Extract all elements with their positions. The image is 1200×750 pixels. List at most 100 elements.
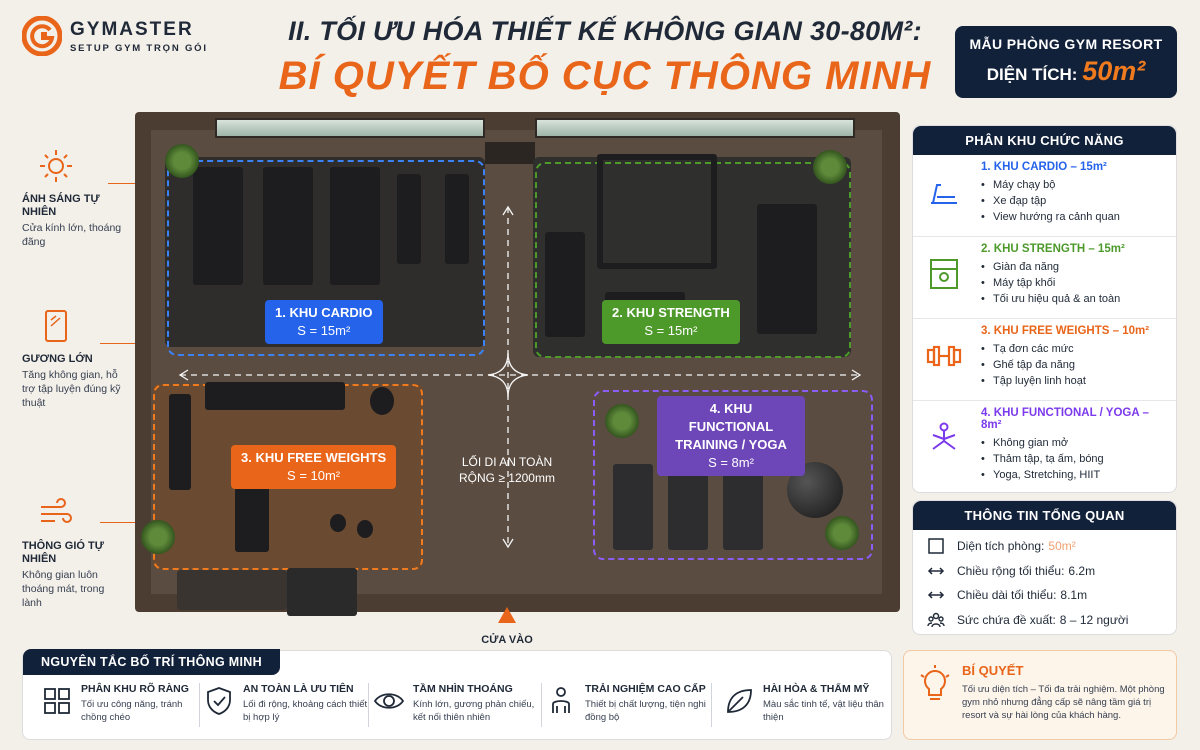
shield-icon — [207, 687, 231, 715]
glass-window — [215, 118, 485, 138]
zone-info-item: Xe đạp tập — [981, 193, 1168, 209]
badge-area-value: 50m² — [1082, 56, 1146, 86]
overview-row-capacity: Sức chứa đề xuất:8 – 12 người — [913, 608, 1176, 633]
overview-label: Diện tích phòng: — [957, 539, 1045, 554]
principles-panel: NGUYÊN TẮC BỐ TRÍ THÔNG MINH PHÂN KHU RÕ… — [22, 649, 892, 740]
page-title-line1: II. TỐI ƯU HÓA THIẾT KẾ KHÔNG GIAN 30-80… — [288, 16, 922, 46]
note-natural-ventilation: THÔNG GIÓ TỰ NHIÊN Không gian luôn thoán… — [22, 495, 127, 610]
note-title: THÔNG GIÓ TỰ NHIÊN — [22, 540, 104, 565]
length-icon — [927, 591, 945, 599]
sun-icon — [40, 150, 72, 182]
badge-room-type: MẪU PHÒNG GYM RESORT — [969, 36, 1163, 52]
zone-info-title: 4. KHU FUNCTIONAL / YOGA – 8m² — [981, 407, 1149, 431]
page-title-line2: BÍ QUYẾT BỐ CỤC THÔNG MINH — [278, 54, 932, 98]
zone-name: 2. KHU STRENGTH — [612, 305, 730, 320]
zone-name: 3. KHU FREE WEIGHTS — [241, 450, 387, 465]
kettlebell — [357, 520, 373, 538]
exercise-bike — [445, 174, 469, 264]
zone-functional — [593, 390, 873, 560]
glass-window — [535, 118, 855, 138]
principle-desc: Màu sắc tinh tế, vật liệu thân thiện — [763, 699, 884, 723]
note-large-mirror: GƯƠNG LỚN Tăng không gian, hỗ trợ tập lu… — [22, 308, 127, 410]
overview-header: THÔNG TIN TỔNG QUAN — [913, 501, 1176, 530]
rowing-machine — [545, 232, 585, 337]
mirror-icon — [45, 310, 67, 342]
principle-desc: Lối đi rộng, khoảng cách thiết bị hợp lý — [243, 699, 368, 723]
width-icon — [927, 567, 945, 575]
entry-label: CỬA VÀO — [481, 634, 533, 646]
zone-strength — [535, 162, 851, 358]
note-natural-light: ÁNH SÁNG TỰ NHIÊN Cửa kính lớn, thoáng đ… — [22, 148, 127, 249]
storage-locker — [287, 568, 357, 616]
power-rack-icon — [930, 259, 958, 289]
yoga-mat — [613, 464, 653, 550]
wind-icon — [41, 498, 72, 523]
treadmill — [330, 167, 380, 285]
overview-value: 8.1m — [1060, 588, 1088, 603]
dumbbell-rack-side — [169, 394, 191, 490]
treadmill — [263, 167, 313, 285]
brand-name: GYMASTER — [70, 18, 194, 40]
people-icon — [927, 612, 945, 627]
principle-title: PHÂN KHU RÕ RÀNG — [81, 683, 189, 695]
divider — [199, 683, 200, 727]
note-desc: Cửa kính lớn, thoáng đãng — [22, 222, 122, 248]
leaf-icon — [727, 689, 752, 713]
tip-desc: Tối ưu diện tích – Tối đa trải nghiệm. M… — [962, 684, 1165, 721]
brand-tagline: SETUP GYM TRỌN GÓI — [70, 42, 208, 54]
overview-value: 6.2m — [1068, 563, 1096, 578]
overview-label: Chiều rộng tối thiểu: — [957, 563, 1065, 578]
wall-cabinet — [485, 142, 535, 164]
dumbbell-rack — [205, 382, 345, 410]
bulb-icon — [920, 665, 950, 700]
zone-label-functional: 4. KHU FUNCTIONAL TRAINING / YOGA S = 8m… — [657, 396, 805, 476]
gymaster-logo-icon — [22, 16, 62, 56]
zone-name: 1. KHU CARDIO — [275, 305, 373, 320]
note-desc: Tăng không gian, hỗ trợ tập luyện đúng k… — [22, 369, 121, 409]
cable-machine — [757, 204, 817, 334]
walkway-width: RỘNG ≥ 1200mm — [459, 471, 555, 485]
zones-panel-header: PHÂN KHU CHỨC NĂNG — [913, 126, 1176, 155]
dumbbell-icon — [926, 345, 962, 367]
zone-area: S = 15m² — [644, 323, 698, 338]
overview-panel: THÔNG TIN TỔNG QUAN Diện tích phòng:50m²… — [912, 500, 1177, 635]
note-title: GƯƠNG LỚN — [22, 353, 93, 365]
zone-info-title: 3. KHU FREE WEIGHTS – 10m² — [981, 325, 1150, 337]
tip-title: BÍ QUYẾT — [962, 663, 1024, 678]
treadmill-icon — [931, 184, 957, 204]
zone-area: S = 8m² — [708, 455, 754, 470]
area-badge: MẪU PHÒNG GYM RESORT DIỆN TÍCH: 50m² — [955, 26, 1177, 98]
walkway-title: LỐI DI AN TOÀN — [461, 455, 553, 469]
zone-info-item: Máy tập khối — [981, 275, 1168, 291]
divider — [541, 683, 542, 727]
power-rack — [597, 154, 717, 269]
divider — [368, 683, 369, 727]
zone-label-cardio: 1. KHU CARDIO S = 15m² — [265, 300, 383, 344]
zone-info-item: Tập luyện linh hoạt — [981, 373, 1168, 389]
principle-title: TẦM NHÌN THOÁNG — [413, 683, 513, 695]
zone-info-free-weights: 3. KHU FREE WEIGHTS – 10m² Tạ đơn các mứ… — [913, 319, 1176, 401]
grid-icon — [44, 688, 70, 714]
plant — [813, 150, 847, 184]
area-icon — [928, 538, 944, 554]
person-icon — [552, 687, 570, 713]
principle-desc: Tối ưu công năng, tránh chồng chéo — [81, 699, 183, 723]
zone-cardio — [167, 160, 485, 356]
yoga-mat — [668, 464, 708, 550]
overview-row-width: Chiều rộng tối thiểu:6.2m — [913, 559, 1176, 584]
zone-info-item: Không gian mở — [981, 435, 1168, 451]
walkway-label: LỐI DI AN TOÀN RỘNG ≥ 1200mm — [437, 454, 577, 486]
kettlebell — [330, 514, 346, 532]
yoga-mat — [723, 464, 763, 550]
tip-box: BÍ QUYẾT Tối ưu diện tích – Tối đa trải … — [903, 650, 1177, 740]
overview-label: Chiều dài tối thiểu: — [957, 588, 1057, 603]
divider — [711, 683, 712, 727]
zone-info-item: View hướng ra cảnh quan — [981, 209, 1168, 225]
brand-logo: GYMASTER SETUP GYM TRỌN GÓI — [22, 14, 232, 58]
principle-desc: Kính lớn, gương phản chiếu, kết nối thiê… — [413, 699, 535, 723]
zone-info-cardio: 1. KHU CARDIO – 15m² Máy chạy bộXe đạp t… — [913, 155, 1176, 237]
zone-info-item: Yoga, Stretching, HIIT — [981, 467, 1168, 483]
floor-plan: 1. KHU CARDIO S = 15m² 2. KHU STRENGTH S… — [135, 112, 900, 616]
overview-row-area: Diện tích phòng:50m² — [913, 534, 1176, 559]
zone-label-strength: 2. KHU STRENGTH S = 15m² — [602, 300, 740, 344]
